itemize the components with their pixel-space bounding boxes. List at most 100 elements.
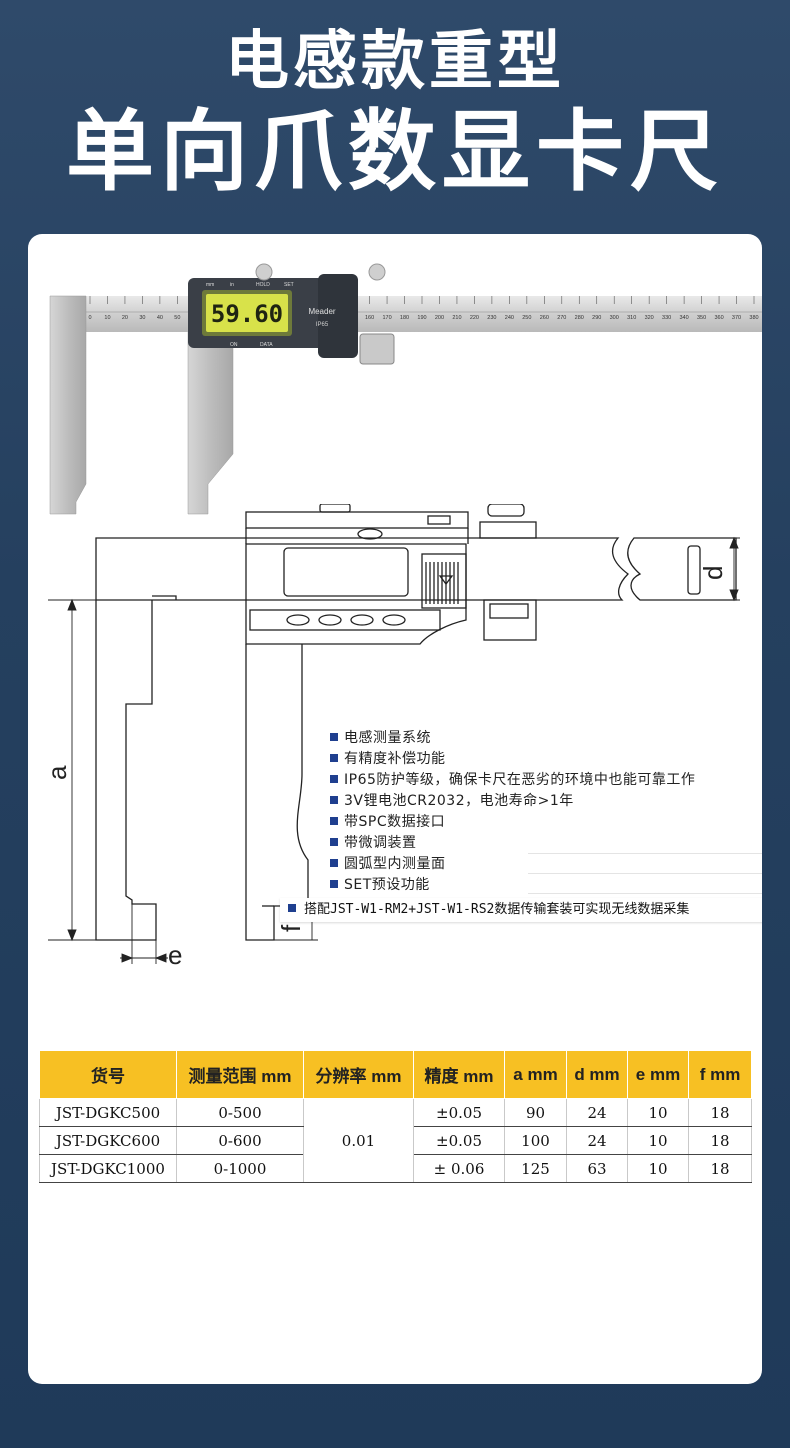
feature-text: 圆弧型内测量面	[344, 856, 446, 872]
feature-item: SET预设功能	[330, 875, 750, 896]
wireless-note: 搭配JST-W1-RM2+JST-W1-RS2数据传输套装可实现无线数据采集	[280, 898, 762, 922]
dim-label-e: e	[168, 940, 182, 970]
wireless-note-text: 搭配JST-W1-RM2+JST-W1-RS2数据传输套装可实现无线数据采集	[304, 902, 690, 917]
caliper-photo: 0102030405060708090100110120130140150160…	[49, 263, 762, 515]
dim-label-d: d	[698, 566, 728, 580]
feature-text: 带SPC数据接口	[344, 814, 446, 830]
scale-tick-label: 290	[592, 315, 601, 321]
ip-rating-text: IP65	[316, 322, 329, 328]
dim-label-a: a	[42, 765, 72, 780]
scale-tick-label: 180	[400, 315, 409, 321]
cell-f: 18	[688, 1098, 752, 1127]
feature-text: IP65防护等级，确保卡尺在恶劣的环境中也能可靠工作	[344, 772, 696, 788]
square-bullet-icon	[330, 880, 338, 888]
square-bullet-icon	[330, 859, 338, 867]
cell-d: 24	[566, 1098, 628, 1127]
scale-tick-label: 220	[470, 315, 479, 321]
lcd-screen	[206, 294, 288, 332]
scale-tick-label: 160	[365, 315, 374, 321]
cell-f: 18	[688, 1154, 752, 1183]
button-label-data: DATA	[260, 342, 273, 348]
scale-tick-label: 240	[505, 315, 514, 321]
caliper-dimension-drawing: a d e f	[42, 504, 740, 970]
scale-tick-label: 0	[88, 315, 91, 321]
feature-text: 电感测量系统	[344, 730, 431, 746]
col-header-model: 货号	[39, 1050, 177, 1099]
feature-item: 电感测量系统	[330, 728, 750, 749]
feature-item: 带微调装置	[330, 833, 750, 854]
scale-tick-label: 210	[452, 315, 461, 321]
scale-tick-label: 270	[557, 315, 566, 321]
feature-text: 带微调装置	[344, 835, 417, 851]
scale-tick-label: 360	[714, 315, 723, 321]
scale-tick-label: 30	[139, 315, 145, 321]
scale-tick-label: 230	[487, 315, 496, 321]
scale-tick-label: 260	[540, 315, 549, 321]
table-row: JST-DGKC1000 0-1000 ± 0.06 125 63 10 18	[39, 1154, 752, 1183]
scale-tick-label: 20	[122, 315, 128, 321]
button-label-mm: mm	[206, 282, 214, 288]
col-header-resolution: 分辨率 mm	[303, 1050, 414, 1099]
cell-accuracy: ±0.05	[413, 1126, 505, 1155]
cell-e: 10	[627, 1098, 689, 1127]
brand-logo-text: Meader	[308, 307, 335, 316]
cell-model: JST-DGKC1000	[39, 1154, 177, 1183]
cell-a: 125	[504, 1154, 567, 1183]
scale-tick-label: 330	[662, 315, 671, 321]
square-bullet-icon	[330, 775, 338, 783]
scale-tick-label: 320	[645, 315, 654, 321]
spec-table: 货号 测量范围 mm 分辨率 mm 精度 mm a mm d mm e mm f…	[39, 1050, 752, 1183]
col-header-f: f mm	[688, 1050, 752, 1099]
table-row: JST-DGKC600 0-600 ±0.05 100 24 10 18	[39, 1126, 752, 1155]
cell-d: 63	[566, 1154, 628, 1183]
square-bullet-icon	[330, 796, 338, 804]
lcd-reading: 59.60	[211, 300, 283, 328]
faint-grid-lines	[528, 834, 762, 894]
scale-tick-label: 200	[435, 315, 444, 321]
scale-tick-label: 350	[697, 315, 706, 321]
scale-tick-label: 40	[157, 315, 163, 321]
feature-item: 有精度补偿功能	[330, 749, 750, 770]
scale-tick-label: 170	[382, 315, 391, 321]
feature-item: IP65防护等级，确保卡尺在恶劣的环境中也能可靠工作	[330, 770, 750, 791]
cell-e: 10	[627, 1154, 689, 1183]
table-header-row: 货号 测量范围 mm 分辨率 mm 精度 mm a mm d mm e mm f…	[39, 1050, 752, 1099]
feature-item: 圆弧型内测量面	[330, 854, 750, 875]
feature-text: 有精度补偿功能	[344, 751, 446, 767]
feature-text: 3V锂电池CR2032，电池寿命>1年	[344, 793, 574, 809]
col-header-d: d mm	[566, 1050, 628, 1099]
col-header-e: e mm	[627, 1050, 689, 1099]
content-card: 0102030405060708090100110120130140150160…	[28, 234, 762, 1384]
feature-text: SET预设功能	[344, 877, 430, 893]
cell-accuracy: ±0.05	[413, 1098, 505, 1127]
scale-tick-label: 50	[174, 315, 180, 321]
feature-item: 3V锂电池CR2032，电池寿命>1年	[330, 791, 750, 812]
button-label-in: in	[230, 282, 234, 288]
cell-a: 90	[504, 1098, 567, 1127]
cell-range: 0-600	[176, 1126, 304, 1155]
cell-resolution: 0.01	[303, 1098, 414, 1183]
scale-tick-label: 280	[575, 315, 584, 321]
button-label-on: ON	[230, 342, 238, 348]
square-bullet-icon	[330, 838, 338, 846]
cell-e: 10	[627, 1126, 689, 1155]
scale-tick-label: 340	[680, 315, 689, 321]
square-bullet-icon	[330, 733, 338, 741]
cell-accuracy: ± 0.06	[413, 1154, 505, 1183]
cell-model: JST-DGKC500	[39, 1098, 177, 1127]
scale-tick-label: 10	[104, 315, 110, 321]
cell-a: 100	[504, 1126, 567, 1155]
table-row: JST-DGKC500 0-500 0.01 ±0.05 90 24 10 18	[39, 1098, 752, 1183]
scale-tick-label: 310	[627, 315, 636, 321]
scale-tick-label: 370	[732, 315, 741, 321]
scale-tick-label: 190	[417, 315, 426, 321]
button-label-set: SET	[284, 282, 294, 288]
square-bullet-icon	[330, 754, 338, 762]
square-bullet-icon	[330, 817, 338, 825]
col-header-a: a mm	[504, 1050, 567, 1099]
page-title-line1: 电感款重型	[225, 25, 565, 99]
page-title-line2: 单向爪数显卡尺	[65, 100, 724, 203]
scale-tick-label: 380	[749, 315, 758, 321]
cell-range: 0-500	[176, 1098, 304, 1127]
cell-f: 18	[688, 1126, 752, 1155]
